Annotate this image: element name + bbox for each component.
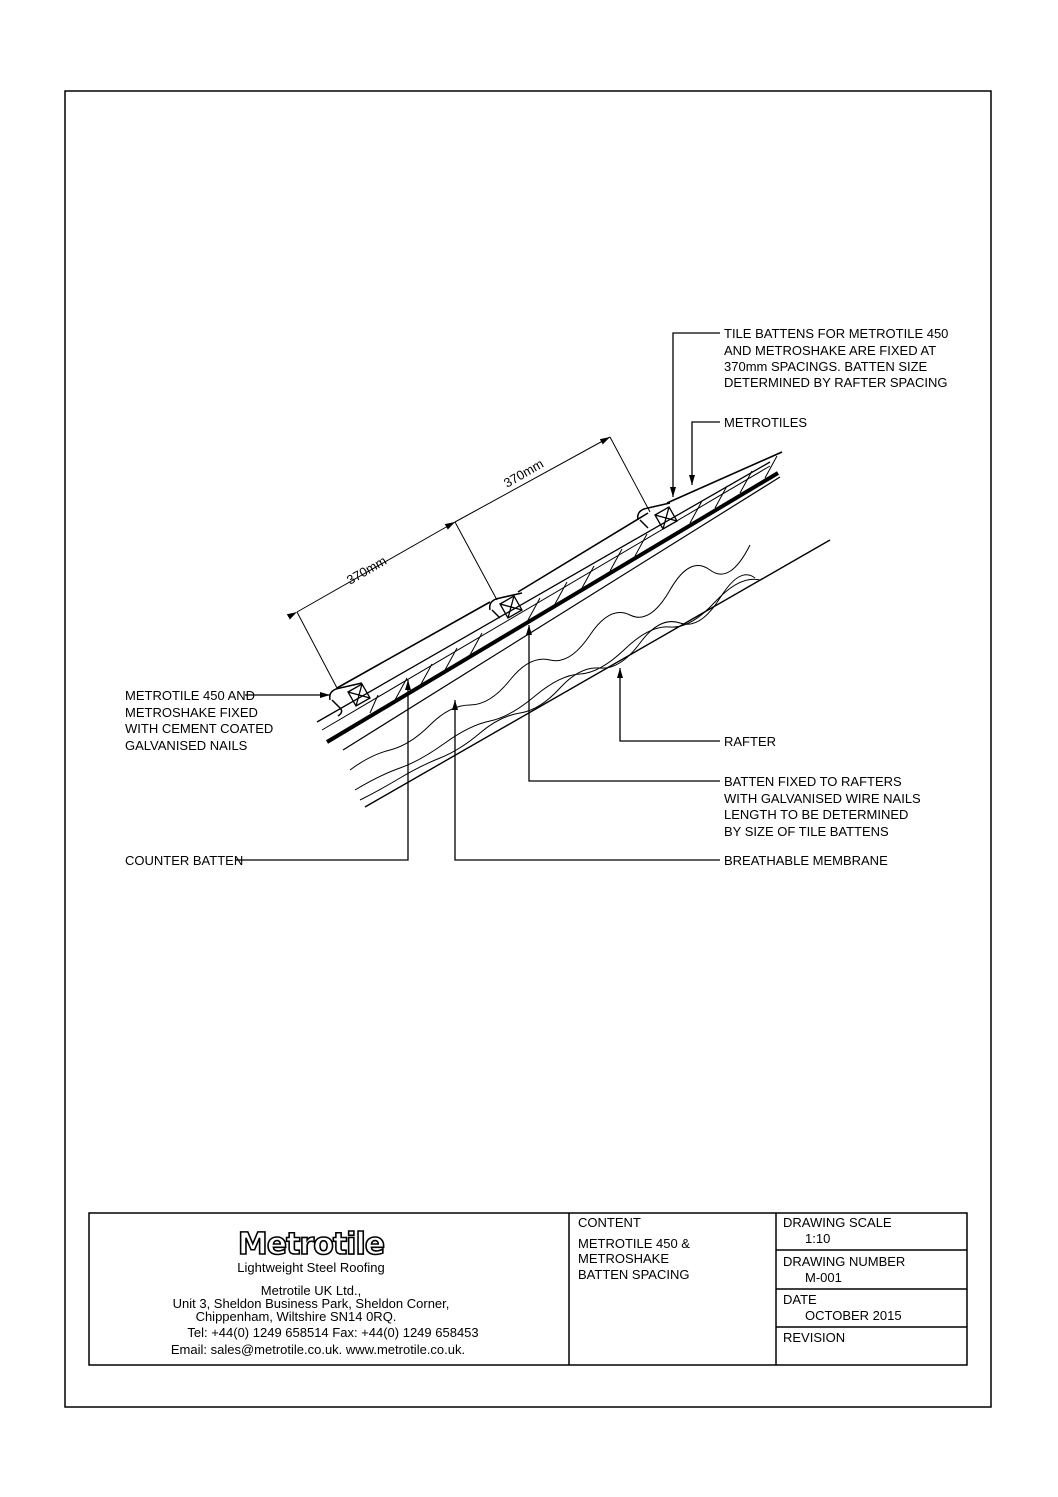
counter-batten-top <box>321 465 771 731</box>
dimension-line <box>286 521 456 620</box>
svg-text:Metrotile UK Ltd.,: Metrotile UK Ltd., <box>261 1283 361 1298</box>
drawing-scale: 1:10 <box>805 1231 830 1246</box>
roof-section <box>235 332 831 861</box>
svg-text:370mm SPACINGS. BATTEN SIZE: 370mm SPACINGS. BATTEN SIZE <box>724 359 928 374</box>
drawing-border <box>64 90 992 1408</box>
revision-label: REVISION <box>783 1330 845 1345</box>
wood-grain <box>349 544 761 801</box>
svg-text:GALVANISED NAILS: GALVANISED NAILS <box>125 738 248 753</box>
leader-metrotiles <box>689 421 720 485</box>
svg-text:BY SIZE OF TILE BATTENS: BY SIZE OF TILE BATTENS <box>724 824 889 839</box>
svg-text:Tel: +44(0) 1249 658514 Fax:: Tel: +44(0) 1249 658514 Fax: +44(0) 1249… <box>187 1325 478 1340</box>
content-label: CONTENT <box>578 1215 641 1230</box>
rafter-top <box>342 476 781 751</box>
svg-text:Unit 3, Sheldon Business Park,: Unit 3, Sheldon Business Park, Sheldon C… <box>173 1296 450 1311</box>
date: OCTOBER 2015 <box>805 1308 902 1323</box>
svg-text:WITH CEMENT COATED: WITH CEMENT COATED <box>125 721 273 736</box>
content-line: METROTILE 450 & <box>578 1236 690 1251</box>
svg-text:METROTILE 450 AND: METROTILE 450 AND <box>125 688 255 703</box>
counter-batten <box>325 471 780 744</box>
label-batten-fixed: BATTEN FIXED TO RAFTERS WITH GALVANISED … <box>724 774 921 839</box>
title-block <box>88 1212 968 1366</box>
tile-line <box>336 451 783 689</box>
label-breathable-membrane: BREATHABLE MEMBRANE <box>724 853 888 868</box>
label-tile-battens: TILE BATTENS FOR METROTILE 450 AND METRO… <box>724 326 948 390</box>
tile-clip <box>328 682 363 717</box>
dimension-label: 370mm <box>344 553 389 588</box>
drawing-number: M-001 <box>805 1270 842 1285</box>
tile-clip <box>488 592 523 619</box>
svg-text:DETERMINED BY RAFTER SPACING: DETERMINED BY RAFTER SPACING <box>724 375 947 390</box>
date-label: DATE <box>783 1292 817 1307</box>
svg-text:WITH GALVANISED WIRE NAILS: WITH GALVANISED WIRE NAILS <box>724 791 921 806</box>
svg-text:Email: sales@metrotile.co.uk.: Email: sales@metrotile.co.uk. www.metrot… <box>171 1342 465 1357</box>
svg-text:LENGTH TO BE DETERMINED: LENGTH TO BE DETERMINED <box>724 807 908 822</box>
svg-text:AND METROSHAKE ARE FIXED AT: AND METROSHAKE ARE FIXED AT <box>724 343 936 358</box>
content-line: METROSHAKE <box>578 1251 669 1266</box>
leader-batten-fixed <box>526 625 720 782</box>
leader-counter-batten <box>235 680 411 861</box>
label-fixed-nails: METROTILE 450 AND METROSHAKE FIXED WITH … <box>125 688 273 753</box>
svg-text:TILE BATTENS FOR METROTILE 450: TILE BATTENS FOR METROTILE 450 <box>724 326 948 341</box>
company-address: Metrotile UK Ltd., Unit 3, Sheldon Busin… <box>171 1283 479 1357</box>
svg-text:BATTEN FIXED TO RAFTERS: BATTEN FIXED TO RAFTERS <box>724 774 902 789</box>
leader-rafter <box>617 668 720 742</box>
dimension-label: 370mm <box>501 456 546 491</box>
tile-battens <box>347 506 678 707</box>
label-counter-batten: COUNTER BATTEN <box>125 853 243 868</box>
dimension-line <box>444 436 611 530</box>
leader-membrane <box>452 700 720 861</box>
rafter-bottom <box>364 539 831 808</box>
svg-text:METROSHAKE FIXED: METROSHAKE FIXED <box>125 705 258 720</box>
extension-lines <box>296 436 651 689</box>
tagline: Lightweight Steel Roofing <box>237 1260 384 1275</box>
drawing-scale-label: DRAWING SCALE <box>783 1215 892 1230</box>
metrotile-logo: Metrotile <box>238 1227 384 1262</box>
svg-text:Chippenham, Wiltshire SN14 0RQ: Chippenham, Wiltshire SN14 0RQ. <box>196 1309 397 1324</box>
batten-hatching <box>369 455 778 714</box>
label-rafter: RAFTER <box>724 734 776 749</box>
drawing-number-label: DRAWING NUMBER <box>783 1254 905 1269</box>
tile-lower-line <box>316 461 771 723</box>
content-line: BATTEN SPACING <box>578 1267 689 1282</box>
leader-tile-battens <box>670 332 720 497</box>
label-metrotiles: METROTILES <box>724 415 807 430</box>
